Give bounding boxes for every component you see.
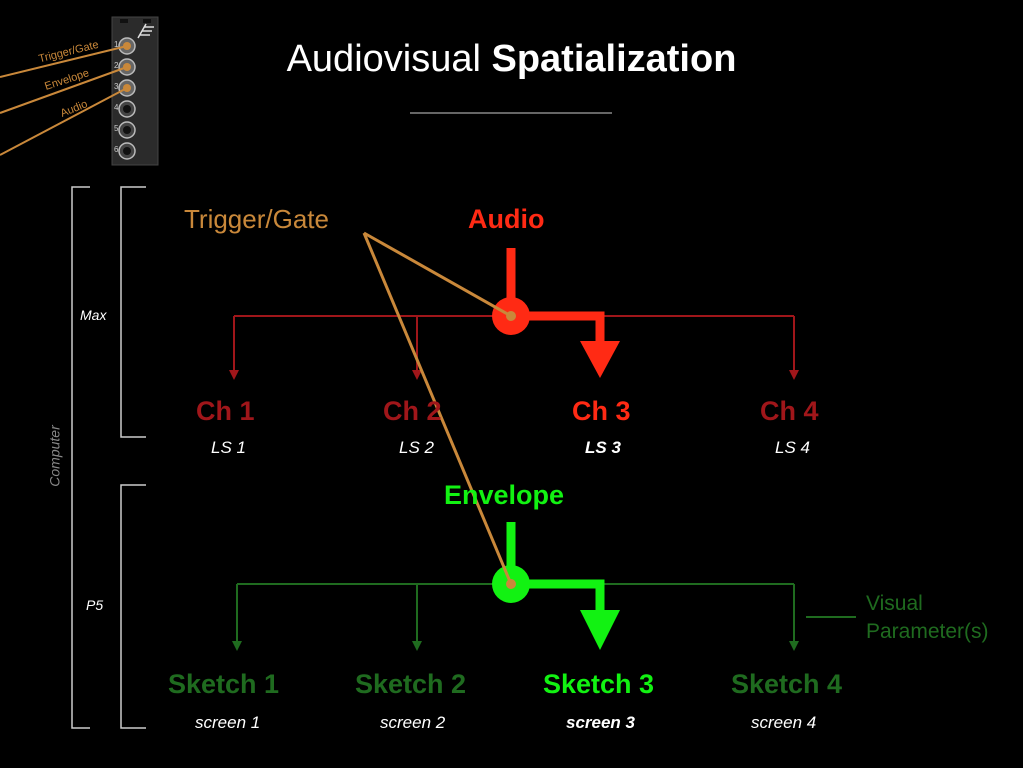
audio-active-arrowhead [580, 341, 620, 378]
module-jack-4 [118, 100, 136, 118]
jack-number: 4 [114, 103, 119, 112]
max-label: Max [80, 307, 107, 323]
channel-3-label: Ch 3 [572, 396, 631, 426]
title-bold: Spatialization [491, 38, 737, 80]
jack-number: 5 [114, 124, 119, 133]
envelope-active-arrowhead [580, 610, 620, 650]
trigger-lines [362, 231, 513, 585]
envelope-active-path [506, 522, 605, 614]
p5-label: P5 [86, 597, 104, 613]
visual-params-line1: Visual [866, 592, 923, 615]
ls-4-label: LS 4 [775, 438, 810, 457]
jack-number: 6 [114, 145, 119, 154]
patch-cables [0, 45, 128, 156]
sketch-4-label: Sketch 4 [731, 669, 843, 699]
sketch-2-label: Sketch 2 [355, 669, 467, 699]
visual-params-line2: Parameter(s) [866, 620, 989, 643]
envelope-bus-arrowheads [232, 641, 799, 651]
max-bracket [120, 186, 146, 438]
jack-number: 3 [114, 82, 119, 91]
jack-number: 1 [114, 40, 119, 49]
sketch-1-label: Sketch 1 [168, 669, 280, 699]
sketch-3-label: Sketch 3 [543, 669, 655, 699]
audio-active-path [506, 248, 605, 345]
computer-label: Computer [46, 425, 63, 487]
audio-label: Audio [468, 204, 545, 234]
jack-number: 2 [114, 61, 119, 70]
channel-4-label: Ch 4 [760, 396, 819, 426]
screen-2-label: screen 2 [380, 713, 446, 732]
screen-3-label: screen 3 [566, 713, 635, 732]
module-jack-6 [118, 142, 136, 160]
title-normal: Audiovisual [286, 38, 481, 80]
module-jack-5 [118, 121, 136, 139]
slide-title: Audiovisual Spatialization [0, 38, 1023, 81]
screen-1-label: screen 1 [195, 713, 261, 732]
screen-4-label: screen 4 [751, 713, 817, 732]
trigger-gate-label: Trigger/Gate [184, 204, 329, 234]
p5-bracket [120, 484, 146, 729]
channel-2-label: Ch 2 [383, 396, 442, 426]
ls-3-label: LS 3 [585, 438, 621, 457]
envelope-label: Envelope [444, 480, 565, 510]
ls-1-label: LS 1 [211, 438, 246, 457]
computer-bracket [71, 186, 90, 729]
audio-bus-arrowheads [229, 370, 799, 380]
ls-2-label: LS 2 [399, 438, 434, 457]
channel-1-label: Ch 1 [196, 396, 255, 426]
